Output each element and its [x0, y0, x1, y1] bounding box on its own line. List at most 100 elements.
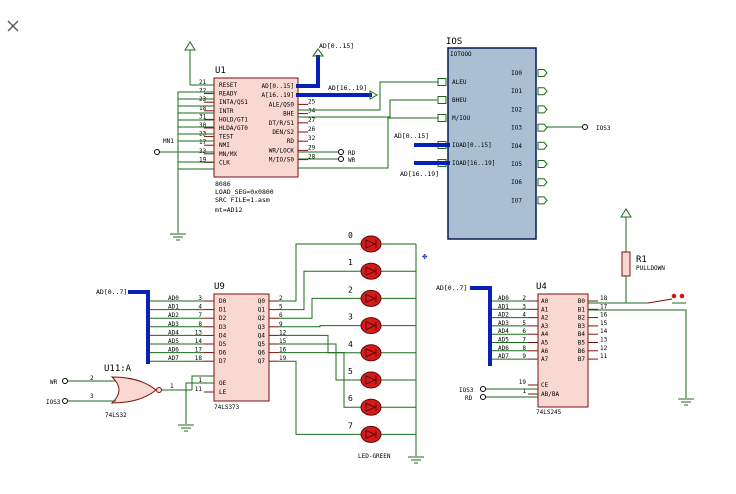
- u1-pin-number: 33: [199, 148, 207, 155]
- led[interactable]: 1: [348, 258, 416, 280]
- led-body: [360, 235, 382, 253]
- u9-net-label: AD1: [168, 304, 179, 311]
- u1-pin-number: 17: [199, 139, 207, 146]
- u4-model: 74LS245: [536, 409, 562, 416]
- led[interactable]: 5: [348, 367, 416, 389]
- u4-pin-number: 9: [522, 353, 526, 360]
- u1-pin-number: 23: [199, 96, 207, 103]
- ios-port: [537, 196, 548, 205]
- u4-pin-number: 7: [522, 337, 526, 344]
- u9-pin-name: D0: [219, 298, 227, 305]
- ios-port: [537, 105, 548, 114]
- u9-pin-number: 11: [195, 386, 203, 393]
- ios3-input-terminal[interactable]: IOS3: [46, 398, 68, 407]
- ios-port: [537, 160, 548, 168]
- u4-pin-name: A4: [541, 331, 549, 338]
- mn1-terminal[interactable]: MN1: [154, 138, 215, 155]
- led-number: 5: [348, 367, 353, 376]
- led[interactable]: 6: [348, 394, 416, 416]
- u9-pin-name: Q5: [258, 341, 266, 348]
- u4-pin-number: 19: [519, 379, 527, 386]
- u1-pin-name: MN/MX: [219, 151, 237, 158]
- u9-pin-number: 6: [279, 312, 283, 319]
- u4-pin-name: CE: [541, 382, 549, 389]
- u4-pin-number: 3: [522, 303, 526, 310]
- ground-u9[interactable]: [178, 382, 214, 432]
- wr-terminal[interactable]: WR: [298, 156, 356, 165]
- u1-pin-number: 34: [308, 108, 316, 115]
- led-type-label: LED-GREEN: [358, 453, 391, 460]
- rd-terminal[interactable]: RD: [298, 149, 356, 158]
- u9-net-label: AD0: [168, 295, 179, 302]
- u11a-or-gate[interactable]: U11:A 74LS32 2 3 1: [68, 364, 214, 419]
- u4-ref: U4: [536, 282, 547, 292]
- u1-pin-name: WR/LOCK: [269, 147, 295, 154]
- led[interactable]: 2: [348, 285, 416, 307]
- u1-pin-name: ALE/QS0: [269, 101, 295, 108]
- u9-pin-number: 5: [279, 304, 283, 311]
- mn1-label: MN1: [163, 138, 174, 145]
- led-array[interactable]: 0 1 2 3 4 5 6 7: [348, 231, 416, 443]
- u1-pin-name: INTR: [219, 108, 234, 115]
- u1-pin-name: BHE: [283, 111, 294, 118]
- ad-bus-ios[interactable]: AD[0..15] AD[16..19]: [394, 132, 450, 178]
- ios-pin-name: IOAD[0..15]: [452, 142, 492, 149]
- power-terminal-u1[interactable]: [184, 41, 214, 86]
- u9-pin-name: Q3: [258, 324, 266, 331]
- u4-pin-number: 4: [522, 312, 526, 319]
- r1-ref: R1: [636, 255, 647, 265]
- close-icon[interactable]: [7, 20, 19, 32]
- rd-terminal-u4[interactable]: RD: [465, 394, 538, 403]
- wr-input-terminal[interactable]: WR: [50, 378, 68, 387]
- led[interactable]: 0: [348, 231, 416, 253]
- u9-net-label: AD5: [168, 338, 179, 345]
- u4-net-label: AD3: [498, 320, 509, 327]
- r1-resistor[interactable]: R1 PULLDOWN: [620, 208, 665, 303]
- u1-pin-name: HLDA/GT0: [219, 125, 248, 132]
- u1-pin-name: TEST: [219, 134, 234, 141]
- ad-bus-u4[interactable]: AD[0..7]: [436, 284, 492, 366]
- u9-pin-number: 14: [195, 338, 203, 345]
- switch-sw1[interactable]: [626, 293, 686, 304]
- led[interactable]: 4: [348, 340, 416, 362]
- led[interactable]: 7: [348, 421, 416, 443]
- ios-port: [537, 141, 548, 150]
- u4-pin-number: 18: [600, 295, 608, 302]
- u1-pin-name: DEN/S2: [272, 129, 294, 136]
- u4-pin-name: B4: [578, 331, 586, 338]
- ios-block[interactable]: IOS IOTOOO ALEUBHEUM/IOUIOAD[0..15]IOAD[…: [437, 37, 548, 240]
- u4-pin-number: 8: [522, 345, 526, 352]
- ios3-terminal[interactable]: IOS3: [546, 124, 611, 133]
- u4-pin-name: A7: [541, 356, 549, 363]
- led-body: [360, 289, 382, 307]
- ios-pin-name: IO6: [511, 179, 522, 186]
- u4-net-label: AD2: [498, 312, 509, 319]
- ios-pin-name: IO2: [511, 106, 522, 113]
- ios3-terminal-u4[interactable]: IOS3: [459, 386, 538, 395]
- ios-pin-name: ALEU: [452, 79, 467, 86]
- ad-bus-u9[interactable]: AD[0..7]: [96, 288, 150, 364]
- u4-pin-name: B6: [578, 348, 586, 355]
- ios-pin-name: IO5: [511, 161, 522, 168]
- led[interactable]: 3: [348, 313, 416, 335]
- u9-net-label: AD3: [168, 321, 179, 328]
- u4-net-label: AD5: [498, 337, 509, 344]
- u4-pin-number: 17: [600, 303, 608, 310]
- u9-pin-number: 7: [198, 312, 202, 319]
- u4-pin-name: A1: [541, 306, 549, 313]
- u9-pin-number: 17: [195, 347, 203, 354]
- u4-pin-number: 14: [600, 328, 608, 335]
- ground-u1[interactable]: [170, 91, 214, 241]
- ios-pin-name: IO7: [511, 197, 522, 204]
- u1-pin-number: 28: [308, 154, 316, 161]
- ad-bus-u1[interactable]: AD[0..15] AD[16..19]: [296, 42, 379, 100]
- led-body: [360, 262, 382, 280]
- u4-net-label: AD4: [498, 328, 509, 335]
- r1-value: PULLDOWN: [636, 265, 665, 272]
- u1-pin-name: A[16..19]: [261, 92, 294, 99]
- u9-led-wire: [279, 352, 356, 408]
